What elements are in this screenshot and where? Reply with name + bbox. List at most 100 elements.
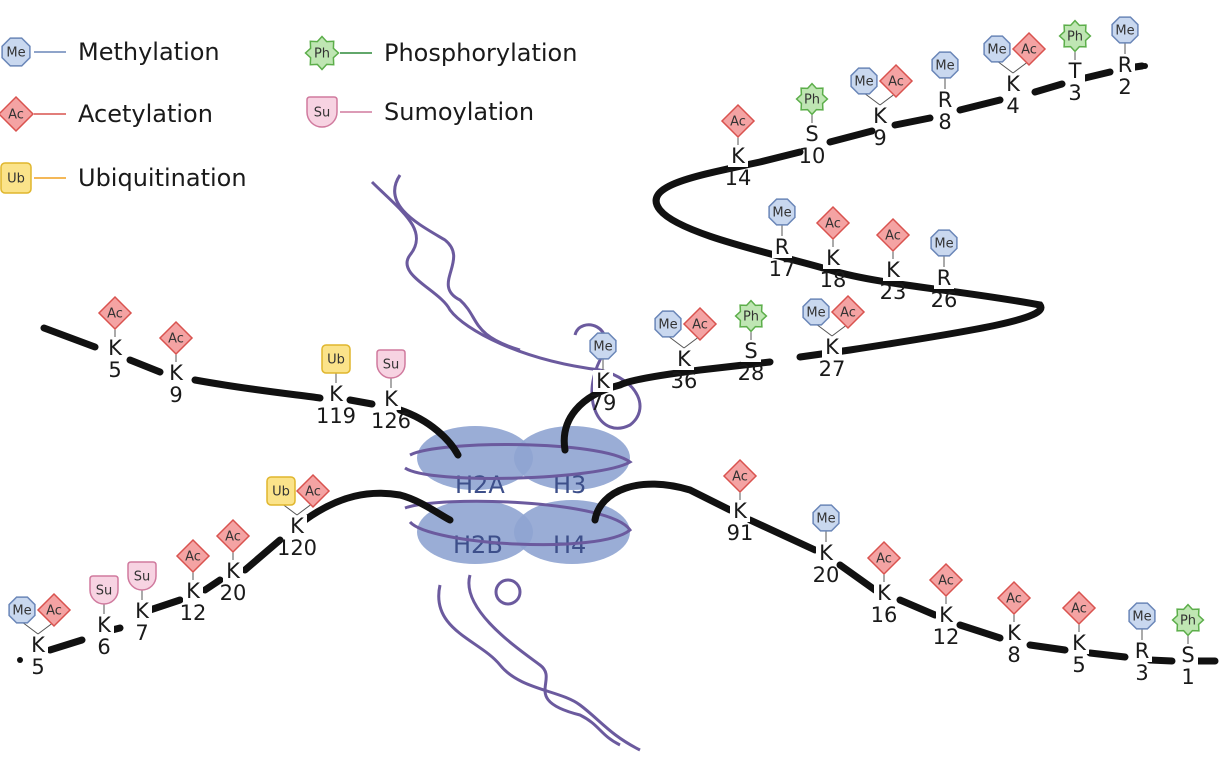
mark-ac-icon-shape	[158, 320, 194, 356]
mark-ac-icon: Ac	[722, 458, 758, 494]
mark-me-icon: Me	[8, 596, 36, 624]
legend-acetylation-icon-abbr: Ac	[8, 108, 24, 123]
residue-letter: K	[873, 104, 888, 128]
mark-stem	[21, 621, 39, 635]
mark-ac-icon-shape	[815, 205, 851, 241]
residue-bg	[816, 542, 836, 564]
residue-letter: K	[108, 336, 123, 360]
mark-ac-icon: Ac	[878, 63, 914, 99]
mark-me-icon-shape	[983, 35, 1011, 63]
mark-me-icon-abbr: Me	[987, 43, 1006, 58]
mark-ac-icon: Ac	[295, 473, 331, 509]
mark-su-icon-shape	[89, 575, 119, 605]
mark-me-icon-shape	[802, 298, 830, 326]
residue-bg	[935, 89, 955, 111]
mark-ac-icon-abbr: Ac	[185, 550, 201, 565]
mark-me-icon-shape	[654, 310, 682, 338]
legend-sumoylation-icon: Su	[306, 96, 338, 128]
mark-me-icon: Me	[802, 298, 830, 326]
mark-ac-icon: Ac	[875, 217, 911, 253]
legend-sumoylation-icon-abbr: Su	[314, 106, 331, 121]
mark-ac-icon: Ac	[158, 320, 194, 356]
mark-su-icon-shape	[127, 561, 157, 591]
mark-ac-icon-shape	[175, 538, 211, 574]
mark-stem	[667, 335, 685, 349]
residue-bg	[1115, 54, 1135, 76]
residue-bg	[730, 500, 750, 522]
residue-number: 120	[277, 536, 317, 560]
residue-number: 8	[1007, 643, 1020, 667]
residue-bg	[883, 259, 903, 281]
mark-ac-icon-shape	[875, 217, 911, 253]
residue-bg	[1004, 622, 1024, 644]
residue-bg	[132, 600, 152, 622]
residue-letter: K	[939, 603, 954, 627]
residue-letter: K	[886, 258, 901, 282]
residue-letter: K	[596, 369, 611, 393]
legend-methylation-icon-abbr: Me	[6, 46, 25, 61]
residue-number: 28	[738, 361, 765, 385]
residue-bg	[1178, 644, 1198, 666]
residue-bg	[772, 236, 792, 258]
residue-number: 17	[769, 257, 796, 281]
mark-ac-icon-abbr: Ac	[46, 604, 62, 619]
legend-methylation-icon: Me	[1, 37, 31, 67]
mark-me-icon-abbr: Me	[593, 340, 612, 355]
mark-su-icon: Su	[89, 575, 119, 605]
mark-me-icon-abbr: Me	[772, 206, 791, 221]
mark-ac-icon-shape	[295, 473, 331, 509]
legend-sumoylation-icon-shape	[306, 96, 338, 128]
residue-number: 36	[671, 369, 698, 393]
residue-letter: K	[826, 246, 841, 270]
mark-ac-icon-shape	[866, 540, 902, 576]
mark-me-icon: Me	[983, 35, 1011, 63]
mark-ph-icon-abbr: Ph	[804, 93, 820, 108]
mark-ph-icon-shape	[734, 299, 768, 333]
residue-letter: K	[169, 361, 184, 385]
residue-letter: K	[226, 559, 241, 583]
residue-number: 8	[938, 110, 951, 134]
mark-ac-icon-shape	[97, 295, 133, 331]
mark-ac-icon: Ac	[97, 295, 133, 331]
residue-letter: K	[384, 387, 399, 411]
mark-ph-icon: Ph	[795, 82, 829, 116]
mark-me-icon: Me	[850, 67, 878, 95]
mark-ac-icon-abbr: Ac	[825, 217, 841, 232]
residue-letter: K	[329, 382, 344, 406]
residue-bg	[1132, 640, 1152, 662]
residue-number: 12	[180, 601, 207, 625]
mark-ub-icon: Ub	[321, 344, 351, 374]
mark-me-icon-shape	[930, 229, 958, 257]
h3-tail-backbone	[560, 62, 1146, 454]
mark-ac-icon-abbr: Ac	[168, 332, 184, 347]
mark-ac-icon-abbr: Ac	[225, 530, 241, 545]
legend-phosphorylation-icon-shape	[304, 35, 340, 71]
residue-number: 3	[1068, 81, 1081, 105]
mark-me-icon-shape	[1128, 602, 1156, 630]
mark-ub-icon-shape	[321, 344, 351, 374]
mark-ac-icon: Ac	[215, 518, 251, 554]
mark-me-icon: Me	[768, 198, 796, 226]
mark-me-icon: Me	[931, 51, 959, 79]
mark-me-icon-abbr: Me	[1115, 24, 1134, 39]
residue-number: 9	[873, 126, 886, 150]
residue-bg	[593, 370, 613, 392]
residue-letter: R	[1118, 53, 1133, 77]
mark-ph-icon-shape	[795, 82, 829, 116]
residue-letter: K	[877, 581, 892, 605]
